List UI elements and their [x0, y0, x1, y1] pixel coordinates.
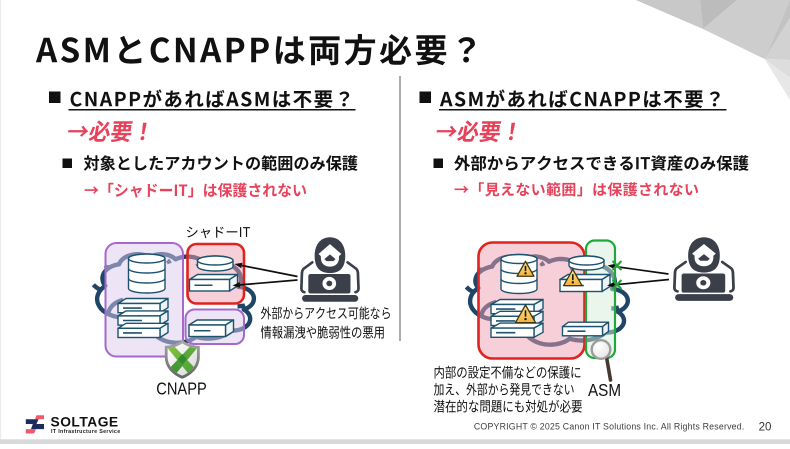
- svg-text:CNAPP: CNAPP: [156, 379, 207, 399]
- svg-text:SOLTAGE: SOLTAGE: [51, 415, 119, 430]
- svg-text:ASM: ASM: [588, 380, 621, 400]
- svg-text:COPYRIGHT © 2025 Canon IT Solu: COPYRIGHT © 2025 Canon IT Solutions Inc.…: [474, 422, 745, 432]
- svg-text:20: 20: [759, 422, 772, 434]
- svg-text:IT Infrastructure Service: IT Infrastructure Service: [51, 429, 121, 435]
